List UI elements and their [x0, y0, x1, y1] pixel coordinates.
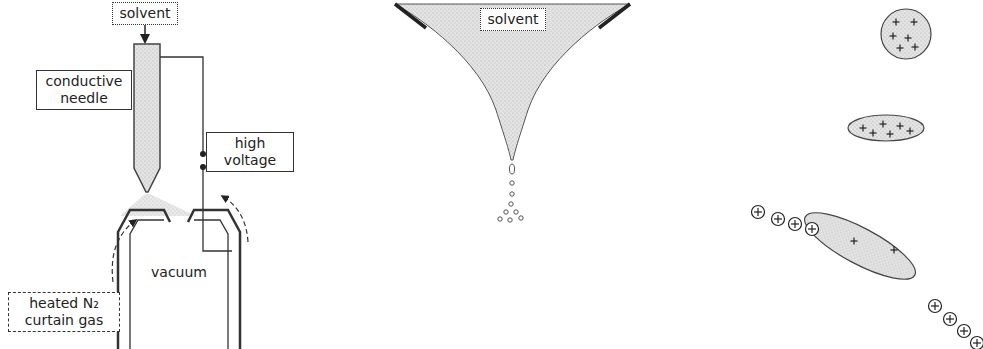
housing-wall	[194, 220, 228, 349]
label-box: heated N₂ curtain gas	[8, 292, 120, 332]
gas-flow-arrow	[222, 196, 248, 242]
droplets	[498, 164, 523, 222]
label-box: high voltage	[206, 132, 294, 172]
capillary-wall	[395, 4, 426, 28]
node-text: heated N₂ curtain gas	[15, 295, 113, 329]
node-text: solvent	[119, 5, 170, 22]
capillary-wall	[599, 4, 630, 28]
taylor-cone	[395, 4, 630, 160]
node-text: solvent	[487, 11, 538, 28]
input-box: solvent	[112, 2, 177, 25]
node-text: high voltage	[213, 135, 287, 169]
input-box: solvent	[480, 8, 545, 31]
charge-symbols	[752, 19, 983, 349]
housing-wall	[130, 220, 164, 349]
gas-flow-arrow	[112, 220, 136, 282]
region-label: vacuum	[151, 264, 207, 281]
conductive-needle-shape	[134, 44, 160, 192]
label-box: conductive needle	[36, 70, 132, 110]
node-text: conductive needle	[43, 73, 125, 107]
solvent-arrow	[144, 25, 146, 42]
droplet-fission	[797, 9, 931, 291]
spray-plume	[120, 194, 196, 216]
wire	[160, 57, 203, 153]
